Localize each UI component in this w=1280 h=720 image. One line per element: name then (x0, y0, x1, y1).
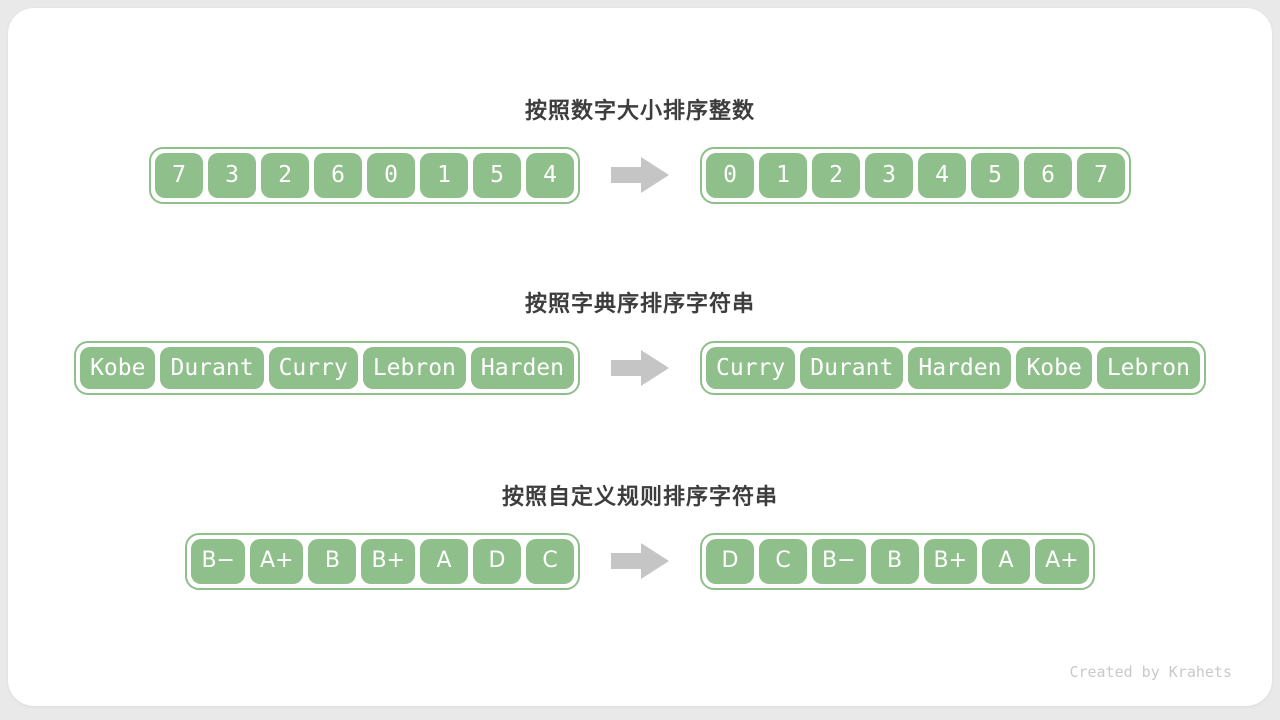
array-cell: 5 (473, 152, 521, 198)
array-cell: 2 (261, 152, 309, 198)
array-cell: 1 (759, 152, 807, 198)
array-cell: Harden (470, 347, 574, 389)
array-cell: B+ (923, 538, 978, 584)
array-cell: Durant (160, 347, 264, 389)
array-cell: B (870, 538, 919, 584)
array-cell: Curry (706, 347, 796, 389)
array-cell: Kobe (80, 347, 156, 389)
array-cell: 7 (1077, 152, 1125, 198)
arrow-right-icon (611, 543, 669, 579)
array-cell: 6 (1024, 152, 1072, 198)
array-cell: B+ (361, 538, 415, 584)
array-cell: Curry (268, 347, 358, 389)
array-cell: Lebron (1096, 347, 1200, 389)
array-cell: C (759, 538, 807, 584)
array-cell: 0 (367, 152, 415, 198)
array-cell: 7 (155, 152, 203, 198)
array-cell: Durant (800, 347, 904, 389)
array-cell: 4 (918, 152, 966, 198)
array-cell: 3 (865, 152, 913, 198)
array-cell: B− (191, 538, 245, 584)
array-cell: 0 (706, 152, 754, 198)
array-cell: B− (812, 538, 866, 584)
section-title: 按照自定义规则排序字符串 (501, 484, 778, 509)
array-cell: C (526, 538, 574, 584)
array-cell: D (473, 538, 521, 584)
array-cell: 2 (812, 152, 860, 198)
array-cell: A (420, 538, 468, 584)
array-cell: 6 (314, 152, 362, 198)
credit-text: Created by Krahets (1069, 663, 1232, 681)
array-cell: A+ (1035, 538, 1089, 584)
array-cell: Kobe (1016, 347, 1092, 389)
array-cell: A (982, 538, 1031, 584)
array-cell: D (706, 538, 754, 584)
section-title: 按照数字大小排序整数 (524, 98, 755, 123)
array-cell: Harden (908, 347, 1012, 389)
arrow-right-icon (611, 157, 669, 193)
array-cell: A+ (249, 538, 304, 584)
section-title: 按照字典序排序字符串 (524, 291, 755, 316)
array-cell: 1 (420, 152, 468, 198)
arrow-right-icon (611, 350, 669, 386)
array-cell: 5 (971, 152, 1019, 198)
array-cell: Lebron (362, 347, 466, 389)
array-cell: B (308, 538, 357, 584)
array-cell: 3 (208, 152, 256, 198)
array-cell: 4 (526, 152, 574, 198)
